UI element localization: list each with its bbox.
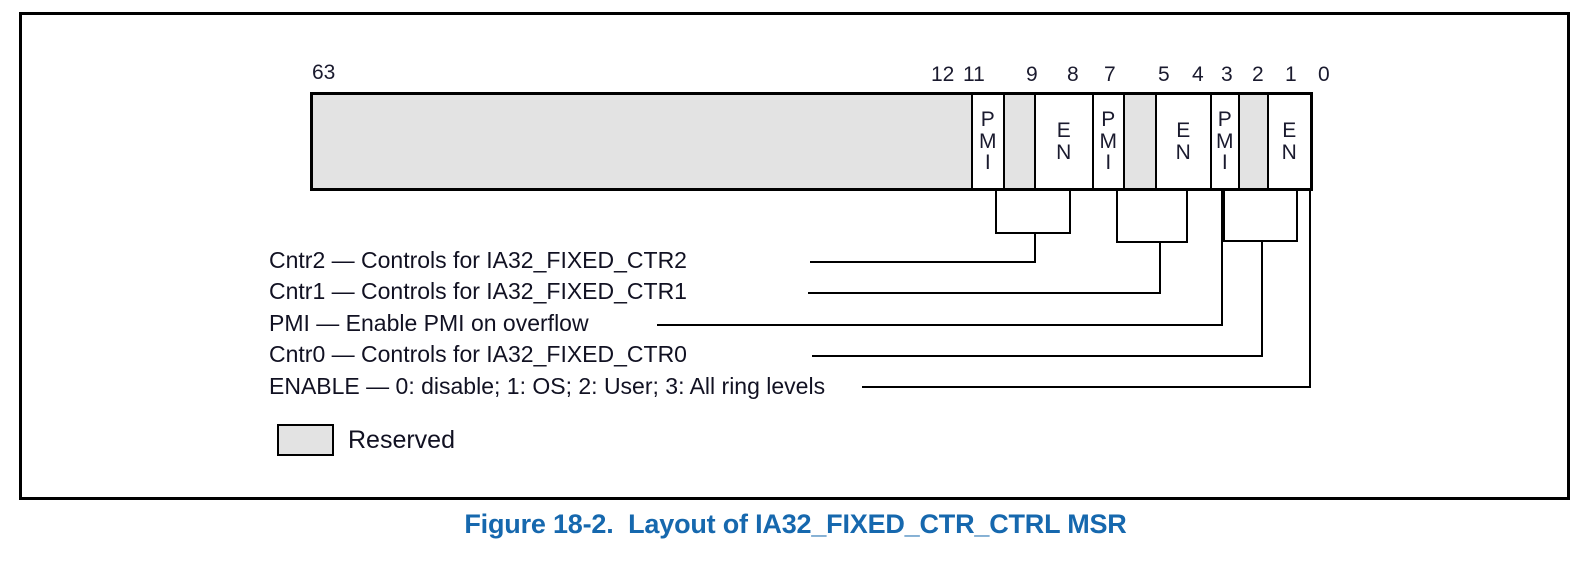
bit-index-11: 11 xyxy=(963,63,985,86)
bit-index-2: 2 xyxy=(1252,63,1264,86)
legend-cntr2: Cntr2 — Controls for IA32_FIXED_CTR2 xyxy=(269,247,687,273)
bitfield-reserved-10 xyxy=(1005,95,1036,188)
bit-index-0: 0 xyxy=(1318,63,1330,86)
bitfield-reserved-6 xyxy=(1125,95,1157,188)
legend-enable: ENABLE — 0: disable; 1: OS; 2: User; 3: … xyxy=(269,373,826,399)
bit-index-12: 12 xyxy=(931,63,955,86)
bitfield-label: E N xyxy=(1281,119,1298,164)
legend-cntr0: Cntr0 — Controls for IA32_FIXED_CTR0 xyxy=(269,341,687,367)
bitfield-reserved-2 xyxy=(1240,95,1269,188)
bitfield-pmi-ctr1: P M I xyxy=(1094,95,1125,188)
bit-index-63: 63 xyxy=(312,61,336,84)
bitfield-pmi-ctr2: P M I xyxy=(973,95,1005,188)
bit-index-4: 4 xyxy=(1192,63,1204,86)
bitfield-reserved-63-12 xyxy=(313,95,973,188)
reserved-swatch xyxy=(277,424,334,456)
bitfield-label: E N xyxy=(1056,119,1072,164)
bitfield-en-ctr1: E N xyxy=(1157,95,1212,188)
bit-index-9: 9 xyxy=(1026,63,1038,86)
bitfield-en-ctr2: E N xyxy=(1036,95,1094,188)
bit-index-8: 8 xyxy=(1067,63,1079,86)
bitfield-en-ctr0: E N xyxy=(1269,95,1310,188)
bit-index-7: 7 xyxy=(1104,63,1116,86)
bitfield-label: E N xyxy=(1175,119,1192,164)
bitfield-label: P M I xyxy=(1216,108,1234,175)
figure-frame xyxy=(19,12,1570,500)
reserved-key-label: Reserved xyxy=(348,426,455,454)
bitfield-label: P M I xyxy=(979,108,997,175)
bit-index-5: 5 xyxy=(1158,63,1170,86)
figure-caption: Figure 18-2. Layout of IA32_FIXED_CTR_CT… xyxy=(464,509,1127,539)
bit-index-3: 3 xyxy=(1221,63,1233,86)
legend-cntr1: Cntr1 — Controls for IA32_FIXED_CTR1 xyxy=(269,278,687,304)
legend-pmi: PMI — Enable PMI on overflow xyxy=(269,310,589,336)
bitfield-label: P M I xyxy=(1099,108,1118,175)
bitfield-pmi-ctr0: P M I xyxy=(1212,95,1240,188)
bit-index-1: 1 xyxy=(1285,63,1297,86)
